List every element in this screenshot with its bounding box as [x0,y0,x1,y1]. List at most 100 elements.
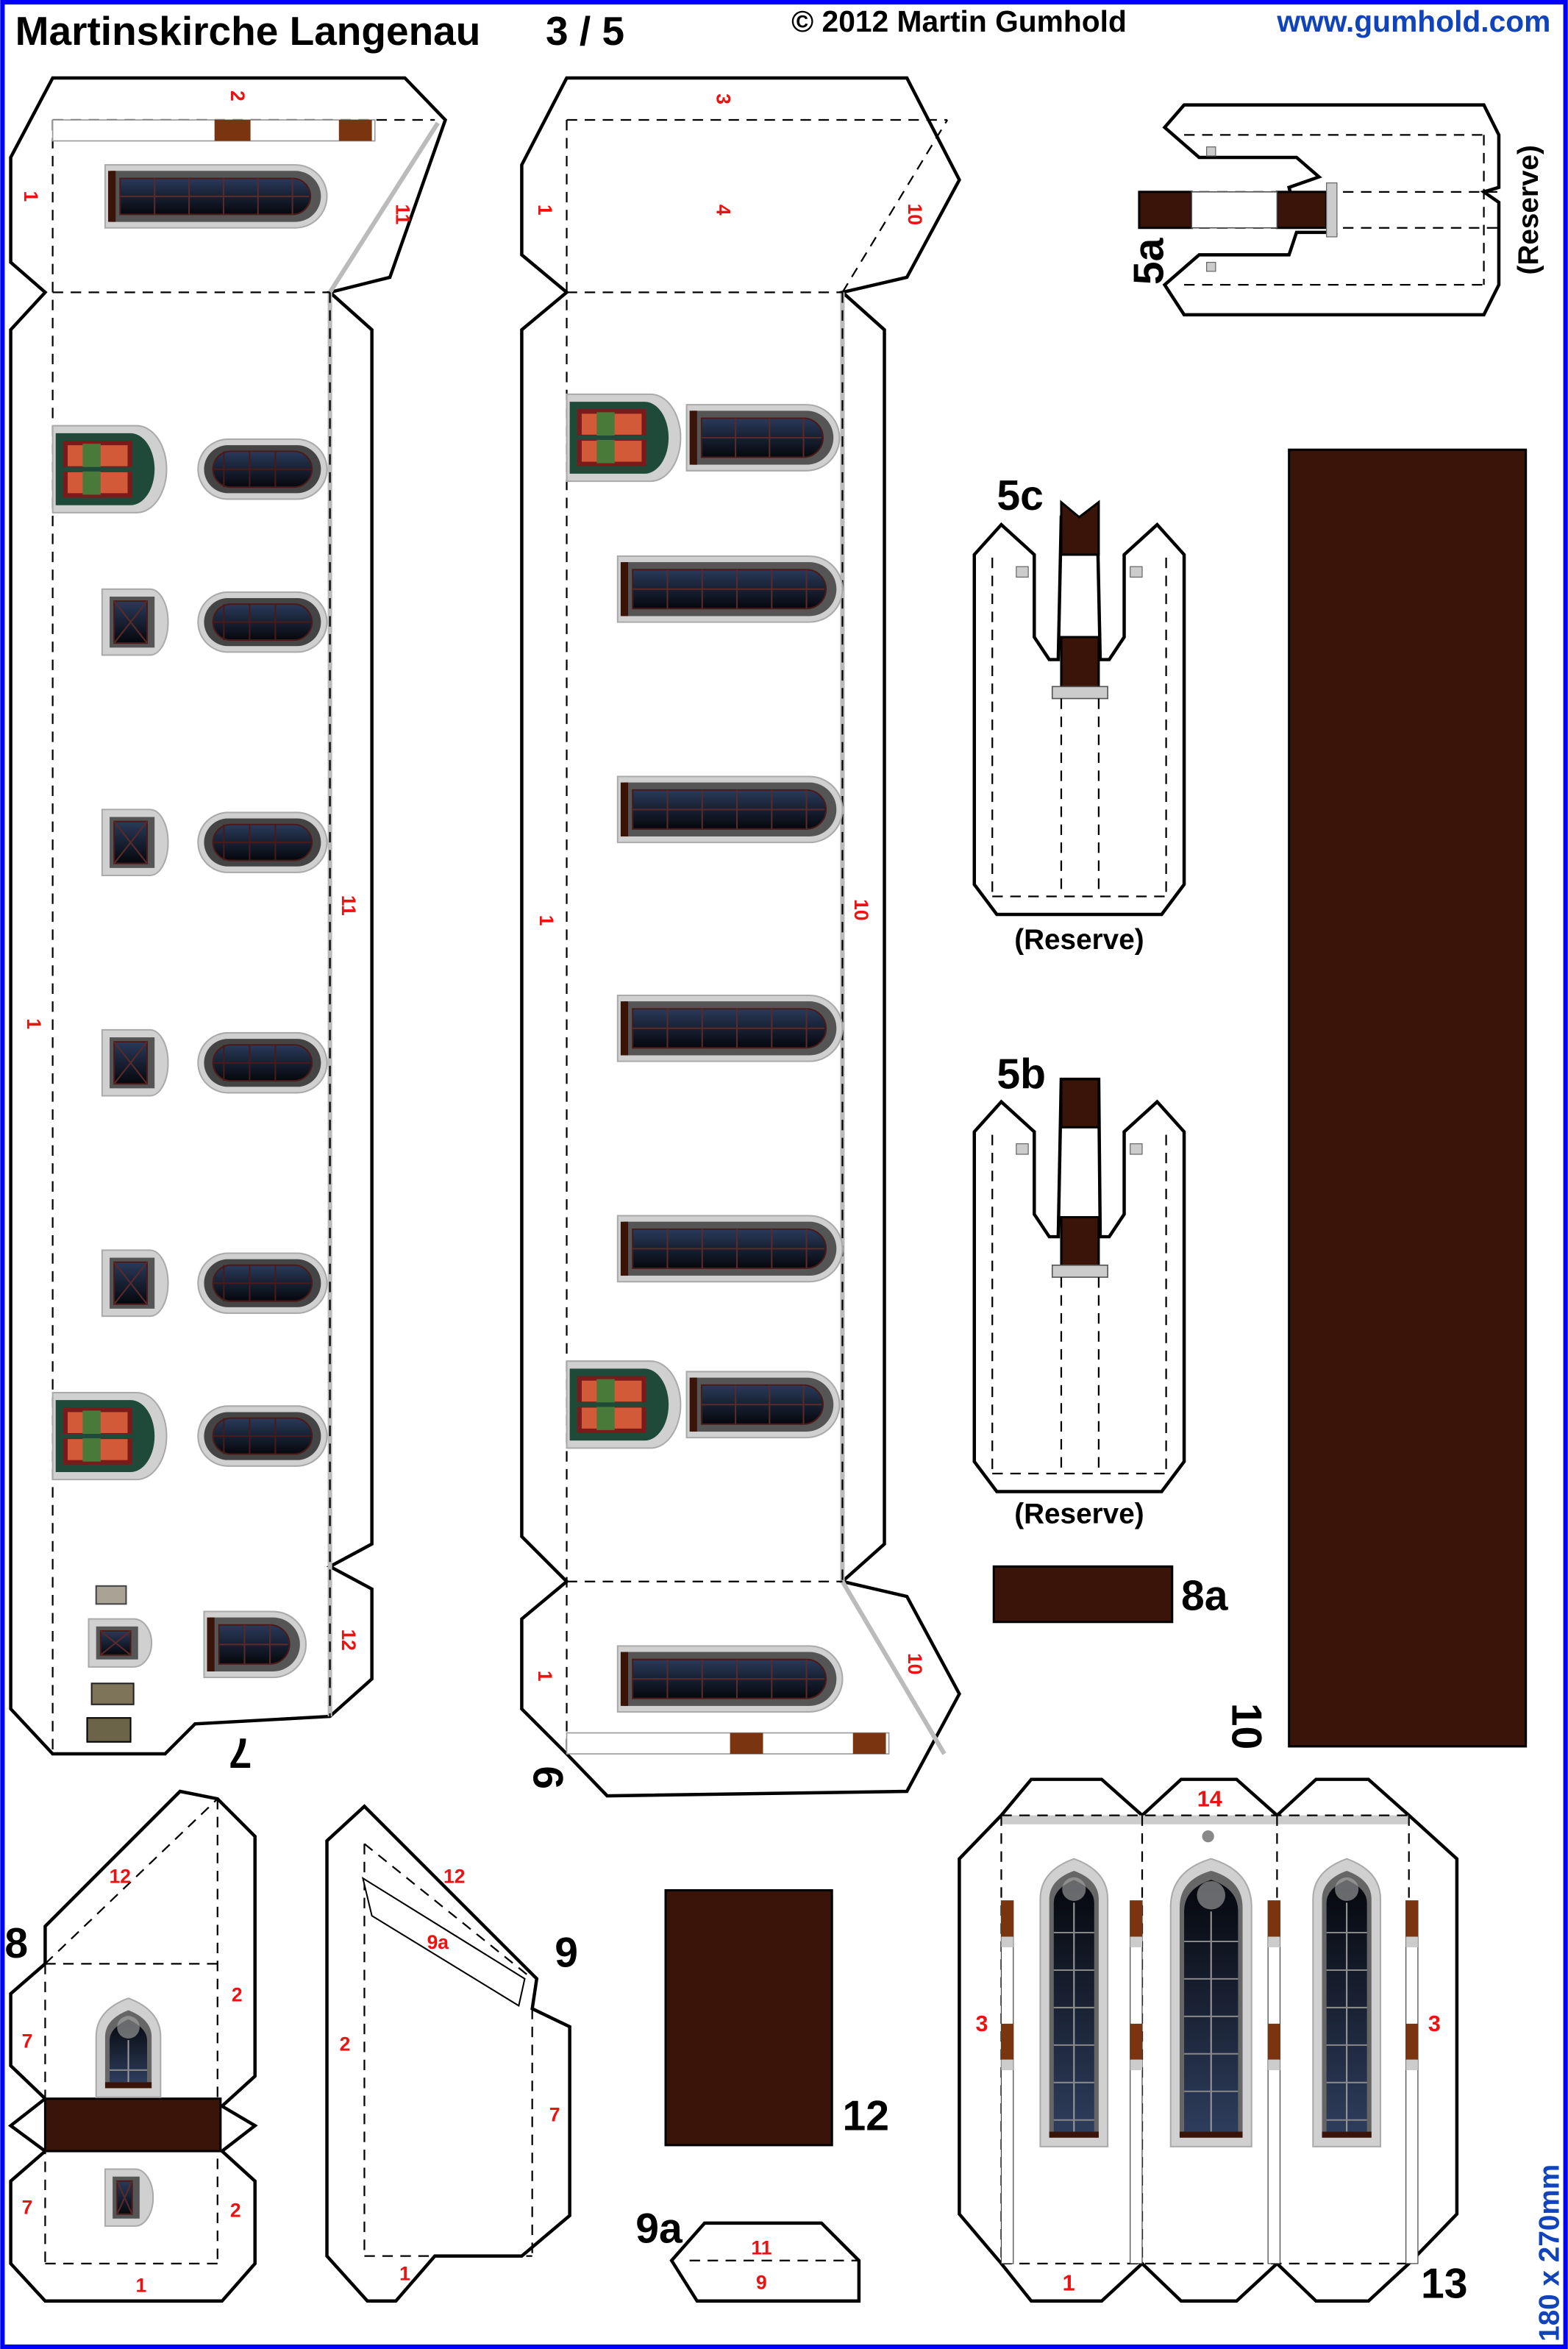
glue-label: 1 [1063,2271,1075,2296]
part-5c: 5c (Reserve) [972,472,1186,956]
arched-window [685,404,841,472]
oval-window [197,438,328,500]
reserve-label: (Reserve) [1014,924,1144,956]
glue-label: 7 [549,2103,560,2125]
arched-window [685,1371,841,1439]
plaque [95,1585,127,1605]
church-door [51,1391,168,1481]
arched-window [616,1645,844,1713]
part-12: 12 [664,1888,889,2147]
sheet-size: 180 x 270mm [1533,2164,1565,2342]
arched-window [104,164,328,229]
part-8: 12 2 7 7 2 1 8 [4,1789,258,2303]
gothic-window [1169,1858,1252,2147]
pillar-strip [1267,1900,1281,2264]
gothic-window [1039,1858,1109,2147]
glue-label: 10 [850,899,872,920]
oval-window [197,1031,328,1094]
church-door [566,393,682,483]
reserve-label: (Reserve) [1513,145,1544,274]
glue-label: 12 [338,1629,360,1650]
pillar-strip [1000,1900,1014,2264]
glue-label: 9a [427,1931,449,1953]
glue-label: 1 [535,915,557,926]
gothic-window [1312,1858,1382,2147]
stone-relief [86,1717,132,1743]
small-window [101,809,169,877]
oval-window [197,811,328,873]
part-8a: 8a [992,1565,1229,1624]
part-9a: 11 9 9a [635,2205,861,2303]
stone-relief [90,1682,135,1705]
part-7: 2 1 11 1 11 12 7 [9,76,448,1777]
part-number: 10 [1222,1703,1269,1749]
glue-label: 2 [227,90,249,102]
glue-label: 1 [20,191,42,202]
glue-label: 1 [399,2262,410,2284]
glue-label: 1 [534,1671,556,1682]
part-number: 12 [842,2093,888,2140]
part-10: 10 [1222,448,1528,1749]
part-number: 5a [1126,237,1173,285]
glue-label: 7 [22,2030,33,2052]
gothic-window [95,1997,162,2098]
arched-window [616,994,844,1062]
part-number: 9a [635,2205,683,2252]
part-5a: 5a (Reserve) [1126,103,1544,317]
part-number: 8 [4,1920,28,1967]
reserve-label: (Reserve) [1014,1498,1144,1529]
glue-label: 4 [712,205,734,216]
arched-window [616,555,844,623]
part-number: 5b [997,1051,1046,1098]
part-13: 14 3 3 1 13 [958,1777,1467,2308]
glue-label: 2 [340,2033,351,2055]
glue-label: 11 [391,204,413,224]
small-window [104,2168,154,2227]
glue-label: 2 [230,2200,241,2222]
part-number: 5c [997,472,1043,519]
sheet-page-number: 3 / 5 [546,8,624,54]
sheet-title: Martinskirche Langenau [15,8,481,54]
small-window [101,588,169,656]
part-number: 8a [1181,1572,1229,1619]
glue-label: 11 [751,2237,771,2259]
part-number: 7 [229,1730,252,1777]
part-number: 6 [524,1766,571,1789]
arched-window [616,775,844,844]
glue-label: 11 [338,895,360,916]
part-5b: 5b (Reserve) [972,1051,1186,1529]
glue-label: 3 [1428,2011,1441,2036]
glue-label: 9 [756,2271,767,2293]
arched-window [203,1610,307,1679]
arched-window [616,1215,844,1283]
glue-label: 12 [443,1865,465,1887]
glue-label: 1 [135,2275,146,2297]
glue-label: 1 [534,205,556,216]
website-link[interactable]: www.gumhold.com [1276,4,1550,38]
church-door [51,424,168,513]
part-6: 3 4 1 10 1 10 1 10 6 [520,76,961,1798]
ornament [1202,1830,1214,1843]
oval-window [197,591,328,653]
copyright: © 2012 Martin Gumhold [791,4,1127,38]
pillar-strip [1405,1900,1419,2264]
glue-label: 7 [22,2197,33,2219]
glue-label: 10 [904,1653,926,1674]
part-number: 9 [555,1929,578,1976]
glue-label: 14 [1197,1786,1222,1811]
glue-label: 10 [904,204,926,225]
glue-label: 12 [110,1865,131,1887]
part-9: 12 9a 2 7 1 9 [325,1804,578,2303]
small-window [88,1618,153,1668]
glue-label: 3 [712,93,734,104]
church-door [566,1360,682,1449]
small-window [101,1249,169,1318]
glue-label: 2 [232,1983,243,2005]
small-window [101,1028,169,1097]
glue-label: 1 [23,1018,45,1029]
pillar-strip [1130,1900,1143,2264]
part-number: 13 [1421,2261,1467,2308]
oval-window [197,1252,328,1315]
oval-window [197,1405,328,1467]
